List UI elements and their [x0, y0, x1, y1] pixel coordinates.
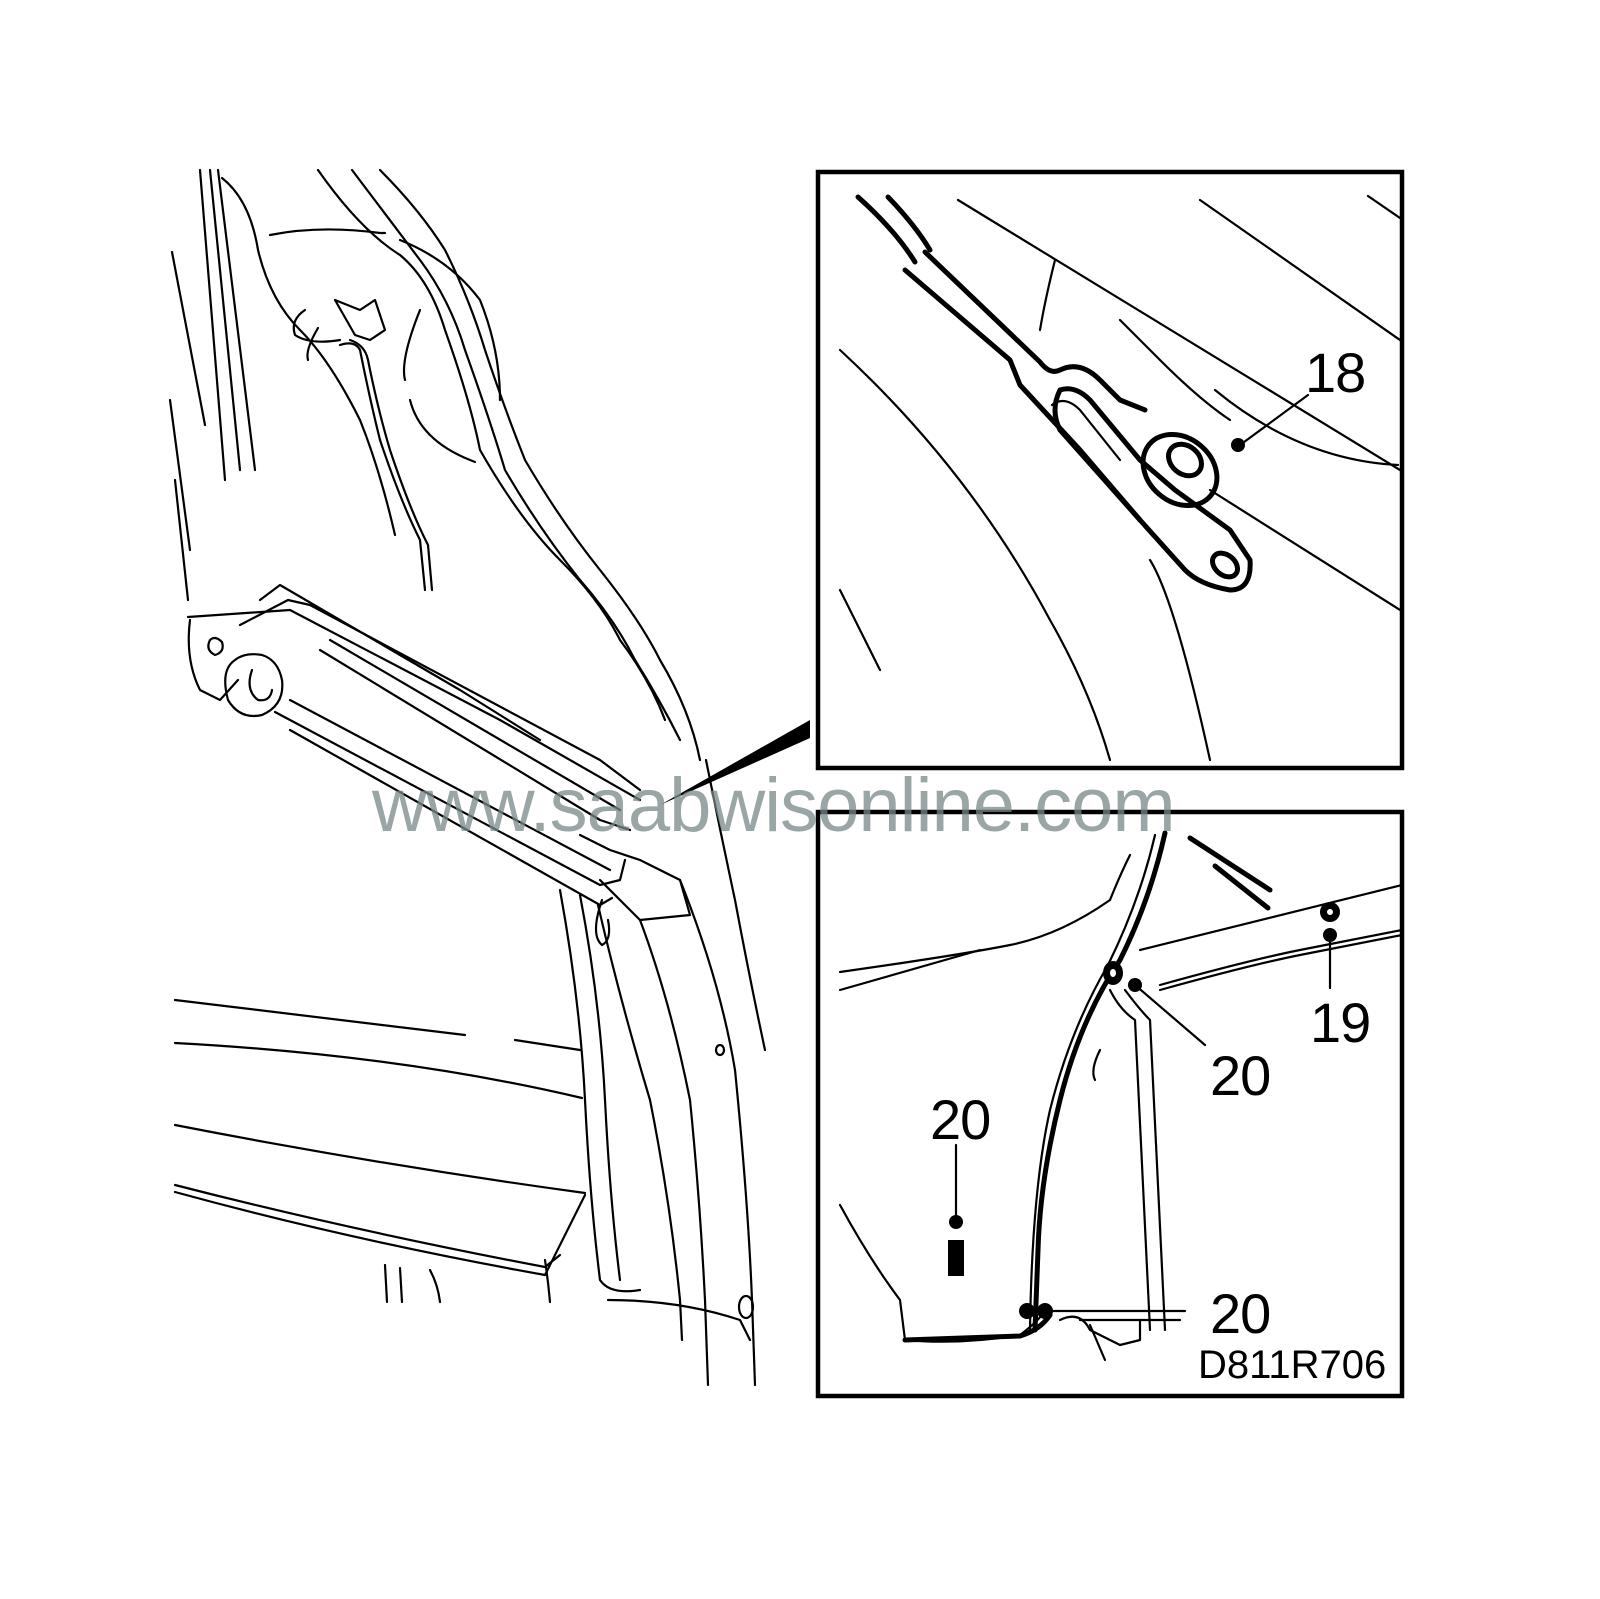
callout-19: 19	[1310, 991, 1371, 1054]
callout-18: 18	[1305, 341, 1366, 404]
callout-20-left: 20	[930, 1088, 991, 1151]
callout-20-lower: 20	[1210, 1282, 1271, 1345]
figure-code: D811R706	[1198, 1343, 1387, 1387]
callout-20-upper: 20	[1210, 1044, 1271, 1107]
watermark-text: www.saabwisonline.com	[372, 763, 1176, 848]
